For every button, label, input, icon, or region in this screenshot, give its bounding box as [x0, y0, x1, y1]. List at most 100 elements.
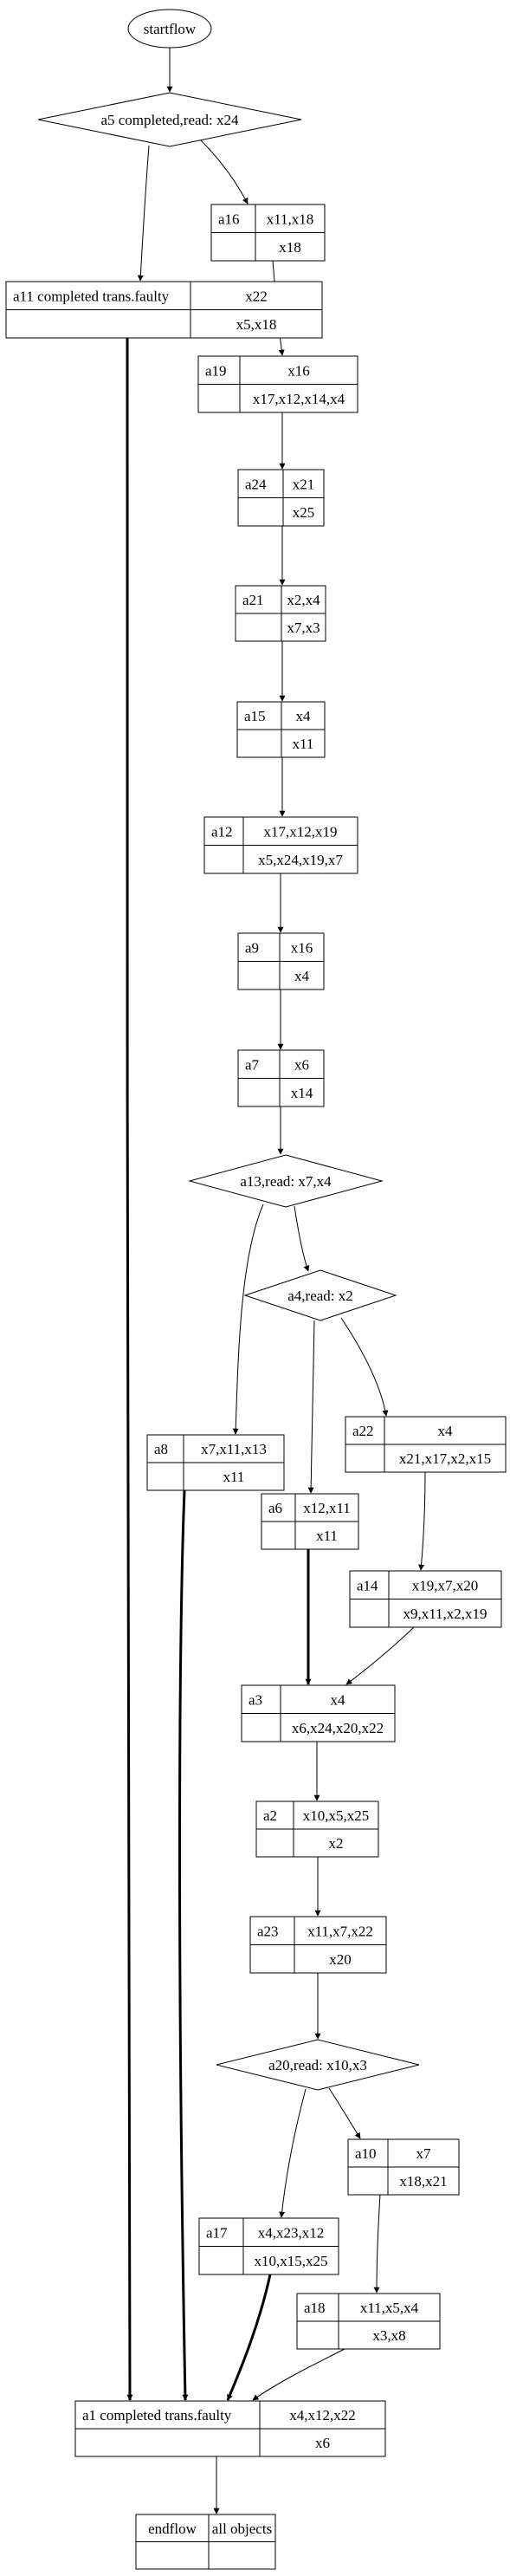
activity-top-vars: x16: [291, 939, 313, 956]
activity-bottom-vars: x6,x24,x20,x22: [292, 1720, 384, 1736]
activity-top-vars: x21: [293, 476, 315, 492]
activity-name: a2: [263, 1807, 277, 1824]
activity-name: a9: [245, 939, 259, 956]
edge-a5-to-a16: [199, 139, 249, 204]
activity-top-vars: x2,x4: [287, 592, 320, 608]
end-left-label: endflow: [148, 2521, 197, 2537]
activity-bottom-vars: x11: [293, 736, 314, 752]
activity-name: a22: [352, 1423, 374, 1439]
activity-name: a7: [245, 1056, 260, 1073]
activity-bottom-vars: x4: [294, 968, 310, 984]
activity-name: a19: [205, 362, 227, 379]
activity-bottom-vars: x3,x8: [372, 2327, 405, 2344]
decision-diamond: [37, 92, 302, 147]
activity-name: a24: [245, 476, 267, 492]
activity-top-vars: x22: [245, 288, 268, 304]
activity-name: a15: [244, 708, 266, 724]
activity-name: a21: [242, 592, 264, 608]
activity-bottom-vars: x2: [329, 1835, 344, 1852]
edge-a10-to-a18: [373, 2194, 381, 2294]
activity-a12: a12 x17,x12,x19 x5,x24,x19,x7: [203, 816, 358, 874]
decision-diamond: [188, 1154, 384, 1208]
activity-a22: a22 x4 x21,x17,x2,x15: [345, 1416, 507, 1473]
edges-layer: [126, 48, 426, 2514]
decision-a5: a5 completed,read: x24: [37, 92, 302, 147]
activity-top-vars: x11,x18: [267, 211, 314, 227]
activity-bottom-vars: x5,x18: [236, 316, 277, 333]
activity-top-vars: x7,x11,x13: [201, 1441, 267, 1457]
activity-a8: a8 x7,x11,x13 x11: [146, 1434, 285, 1491]
activity-name: a8: [154, 1441, 168, 1457]
activity-name: a3: [249, 1691, 262, 1708]
activity-bottom-vars: x10,x15,x25: [255, 2253, 328, 2269]
activity-top-vars: x12,x11: [303, 1500, 351, 1516]
activity-bottom-vars: x21,x17,x2,x15: [399, 1450, 491, 1467]
decision-a13: a13,read: x7,x4: [188, 1154, 384, 1208]
activity-a21: a21 x2,x4 x7,x3: [235, 585, 326, 642]
activity-top-vars: x4: [331, 1691, 346, 1708]
decision-a4: a4,read: x2: [243, 1269, 397, 1321]
activity-top-vars: x11,x5,x4: [360, 2300, 419, 2316]
edge-a20-to-a17: [279, 2088, 307, 2218]
activity-name: a10: [355, 2145, 377, 2162]
activity-bottom-vars: x9,x11,x2,x19: [403, 1606, 487, 1622]
decision-label: a13,read: x7,x4: [240, 1173, 332, 1190]
start-node: startflow: [127, 9, 212, 49]
activity-name: a1 completed trans.faulty: [82, 2407, 232, 2424]
start-label: startflow: [144, 21, 197, 37]
decision-label: a5 completed,read: x24: [100, 112, 239, 128]
decision-diamond: [243, 1269, 397, 1321]
activity-a18: a18 x11,x5,x4 x3,x8: [296, 2293, 441, 2350]
activity-top-vars: x4,x23,x12: [258, 2224, 325, 2241]
activity-bottom-vars: x5,x24,x19,x7: [258, 852, 343, 868]
activity-name: a6: [268, 1500, 282, 1516]
edge-a8-to-a1: [178, 1489, 189, 2401]
activity-name: a11 completed trans.faulty: [13, 288, 170, 304]
activity-a11: a11 completed trans.faulty x22 x5,x18: [5, 281, 323, 339]
activity-a6: a6 x12,x11 x11: [261, 1493, 359, 1550]
edge-a22-to-a14: [418, 1471, 426, 1571]
activity-name: a16: [218, 211, 240, 227]
edge-a11-to-a1: [126, 337, 133, 2401]
edge-a13-to-a4: [294, 1205, 310, 1272]
activity-a3: a3 x4 x6,x24,x20,x22: [241, 1684, 396, 1742]
activity-name: a14: [357, 1577, 378, 1593]
edge-a18-to-a1: [252, 2348, 345, 2401]
activity-a7: a7 x6 x14: [237, 1049, 325, 1107]
end-node: endflow all objects: [135, 2514, 276, 2570]
activity-bottom-vars: x11: [223, 1469, 245, 1485]
activity-bottom-vars: x14: [291, 1085, 313, 1101]
activity-name: a12: [211, 823, 233, 840]
edge-a5-to-a11: [137, 145, 150, 282]
decision-a20: a20,read: x10,x3: [216, 2039, 420, 2091]
edge-a20-to-a10: [328, 2087, 361, 2139]
activity-name: a23: [257, 1923, 279, 1939]
activity-top-vars: x10,x5,x25: [303, 1807, 370, 1824]
activity-top-vars: x17,x12,x19: [264, 823, 338, 840]
activity-top-vars: x11,x7,x22: [307, 1923, 373, 1939]
activity-top-vars: x4: [438, 1423, 454, 1439]
end-right-label: all objects: [212, 2521, 272, 2537]
activity-bottom-vars: x6: [315, 2435, 330, 2451]
activity-top-vars: x7: [416, 2145, 432, 2162]
decision-label: a20,read: x10,x3: [268, 2057, 367, 2073]
activity-name: a18: [304, 2300, 326, 2316]
edge-a14-to-a3: [345, 1626, 415, 1685]
edge-a17-to-a1: [226, 2274, 272, 2401]
activity-a16: a16 x11,x18 x18: [210, 204, 326, 262]
start-ellipse: [127, 9, 212, 49]
activity-bottom-vars: x7,x3: [287, 620, 320, 636]
nodes-layer: startflow a5 completed,read: x24 a13,read:…: [5, 9, 507, 2570]
activity-bottom-vars: x18: [279, 239, 301, 256]
decision-diamond: [216, 2039, 420, 2091]
activity-top-vars: x6: [294, 1056, 309, 1073]
activity-bottom-vars: x11: [316, 1528, 338, 1544]
